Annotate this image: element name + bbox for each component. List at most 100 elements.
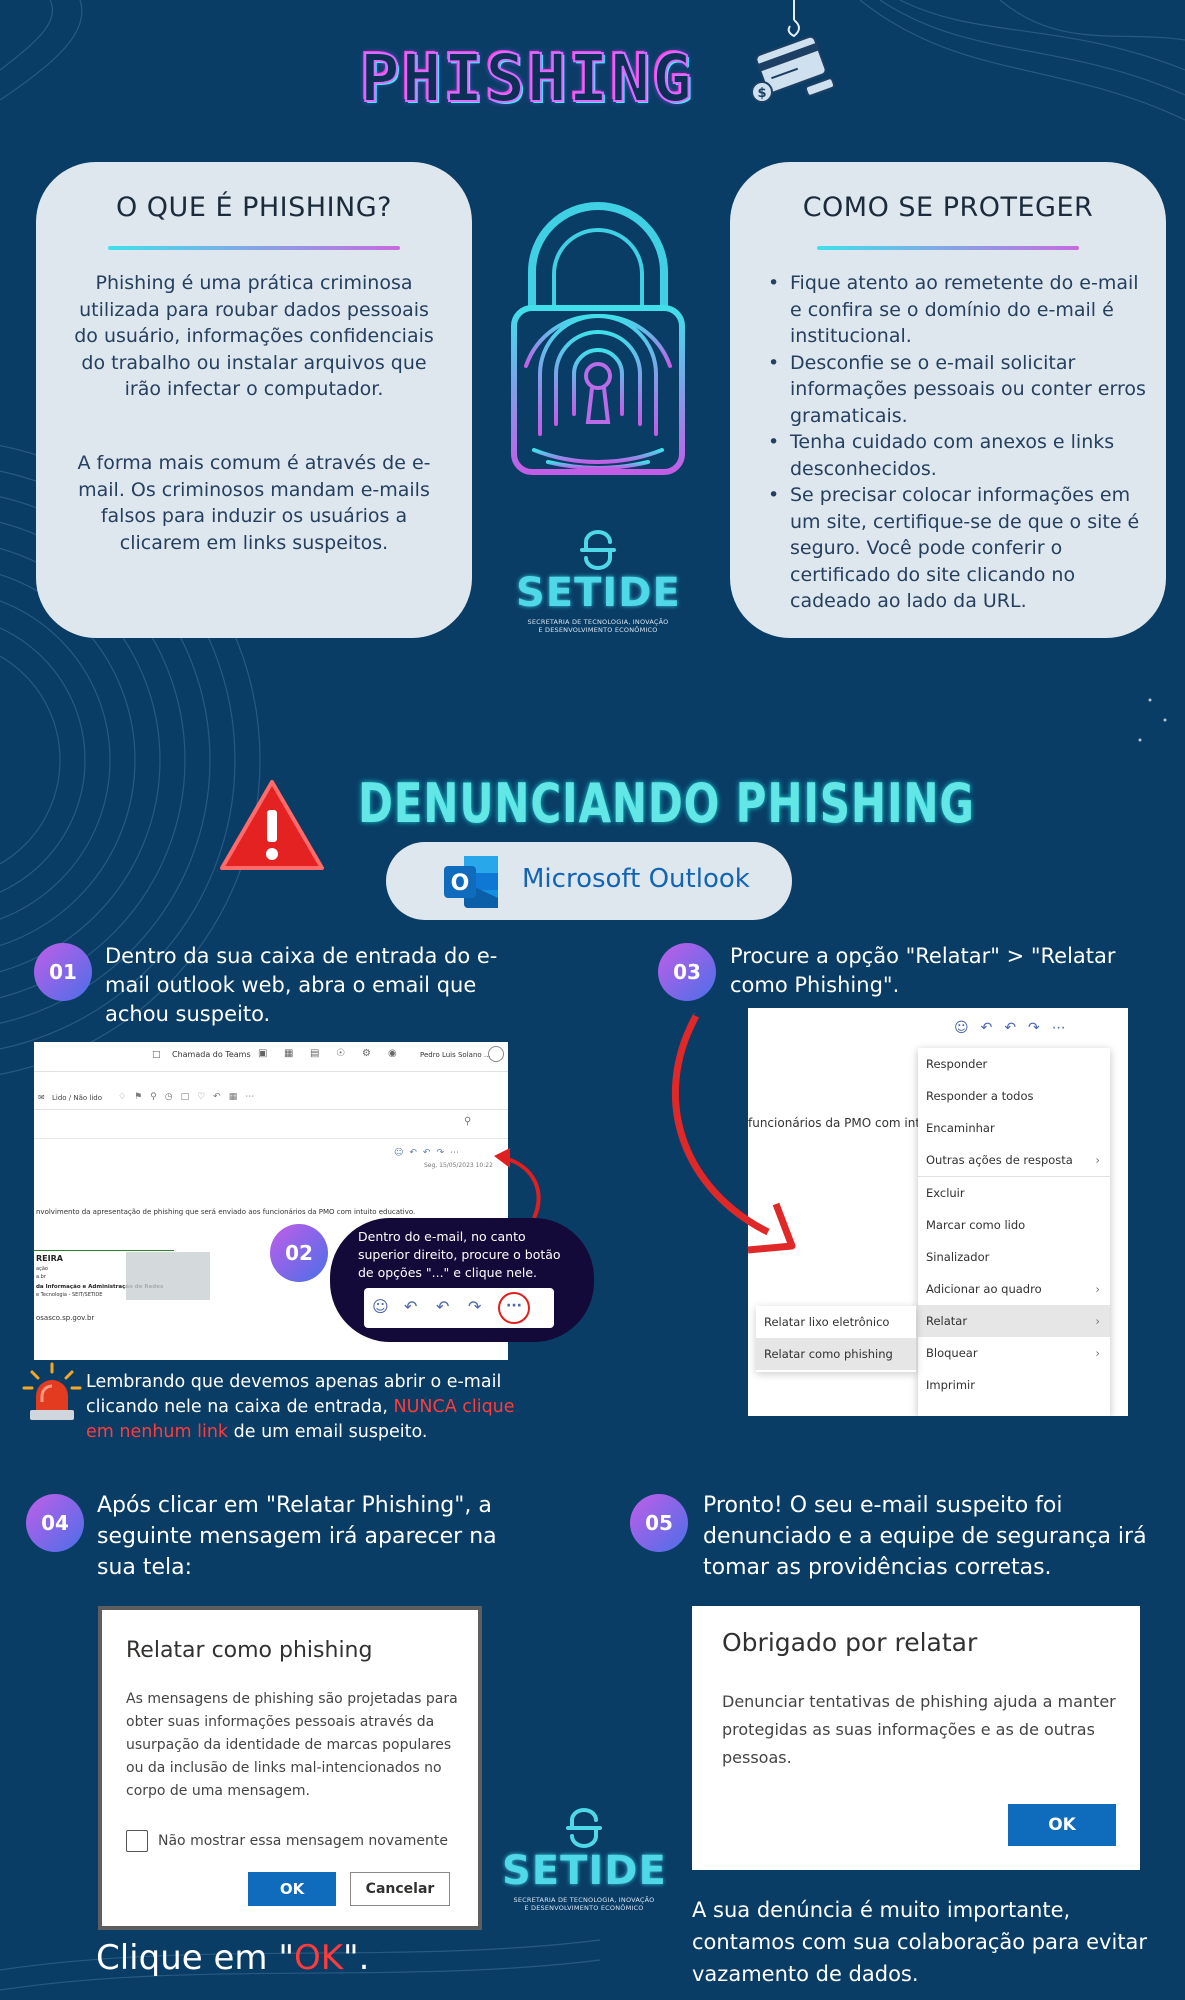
- dialog-cancel-button[interactable]: Cancelar: [350, 1872, 450, 1906]
- hook-credit-card-icon: $: [751, 0, 836, 103]
- chat-icon[interactable]: ▣: [258, 1048, 268, 1059]
- signature-line-4: e Tecnologia - SEIT/SETIDE: [36, 1292, 103, 1298]
- warning-text-2: de um email suspeito.: [228, 1422, 428, 1442]
- click-ok-word: OK: [293, 1938, 344, 1978]
- teams-call-icon[interactable]: □: [152, 1050, 161, 1060]
- what-is-paragraph-2: A forma mais comum é através de e-mail. …: [77, 452, 431, 554]
- submenu-relatar-lixo[interactable]: Relatar lixo eletrônico: [764, 1315, 890, 1329]
- step-04-badge: 04: [26, 1494, 84, 1552]
- message-date: Seg, 15/05/2023 10:22: [424, 1162, 493, 1169]
- outlook-icon-letter: O: [451, 871, 470, 896]
- warning-triangle-icon: [220, 780, 324, 870]
- signature-line-5: osasco.sp.gov.br: [36, 1314, 95, 1322]
- report-phishing-dialog: Relatar como phishing As mensagens de ph…: [98, 1606, 482, 1930]
- chevron-right-icon: ›: [1095, 1282, 1100, 1296]
- click-ok-prefix: Clique em ": [96, 1938, 294, 1978]
- zoom-icon[interactable]: ⚲: [464, 1116, 472, 1127]
- heading-underline: [817, 246, 1079, 250]
- menu-item-sinalizador[interactable]: Sinalizador: [926, 1250, 990, 1264]
- signature-line-1: ação: [36, 1266, 48, 1272]
- protect-item: Fique atento ao remetente do e-mail e co…: [768, 270, 1150, 350]
- bell-icon[interactable]: ☉: [336, 1048, 345, 1059]
- closing-text: A sua denúncia é muito importante, conta…: [692, 1898, 1148, 1986]
- heading-underline: [108, 246, 400, 250]
- menu-item-label: Relatar: [926, 1314, 968, 1328]
- thanks-ok-button[interactable]: OK: [1008, 1804, 1116, 1846]
- emoji-icon[interactable]: ☺: [372, 1297, 389, 1316]
- outlook-icon: O: [444, 856, 498, 908]
- menu-item-excluir[interactable]: Excluir: [926, 1186, 965, 1200]
- step-02-text: Dentro do e-mail, no canto superior dire…: [358, 1229, 561, 1280]
- report-heading: DENUNCIANDO PHISHING: [358, 772, 975, 835]
- setide-subtitle-1: SECRETARIA DE TECNOLOGIA, INOVAÇÃO: [513, 1896, 655, 1904]
- avatar[interactable]: [488, 1046, 504, 1062]
- step-02-callout: Dentro do e-mail, no canto superior dire…: [330, 1218, 594, 1342]
- step-04-text: Após clicar em "Relatar Phishing", a seg…: [97, 1493, 497, 1580]
- svg-text:$: $: [757, 86, 766, 101]
- dialog-ok-button[interactable]: OK: [248, 1872, 336, 1906]
- setide-logo: SETIDE SECRETARIA DE TECNOLOGIA, INOVAÇÃ…: [508, 530, 688, 640]
- chevron-right-icon: ›: [1095, 1346, 1100, 1360]
- more-options-icon[interactable]: ···: [498, 1292, 530, 1324]
- step-02-badge: 02: [270, 1224, 328, 1282]
- protect-item: Tenha cuidado com anexos e links desconh…: [768, 429, 1150, 482]
- what-is-paragraph-1: Phishing é uma prática criminosa utiliza…: [74, 272, 434, 400]
- toolbar-actions[interactable]: ♢⚑⚲◷□♡↶▦⋯: [118, 1092, 263, 1102]
- forward-icon[interactable]: ↷: [468, 1297, 482, 1316]
- menu-item-marcar-lido[interactable]: Marcar como lido: [926, 1218, 1026, 1232]
- setide-subtitle-1: SECRETARIA DE TECNOLOGIA, INOVAÇÃO: [527, 618, 669, 626]
- reply-icon[interactable]: ↶: [404, 1297, 418, 1316]
- chevron-right-icon: ›: [1095, 1153, 1100, 1167]
- setide-subtitle-2: E DESENVOLVIMENTO ECONÔMICO: [524, 1904, 644, 1912]
- message-actions[interactable]: ☺↶↶↷⋯: [954, 1020, 1078, 1036]
- what-is-phishing-card: O QUE É PHISHING? Phishing é uma prática…: [36, 162, 472, 638]
- reply-all-icon[interactable]: ↶: [436, 1297, 450, 1316]
- thanks-body: Denunciar tentativas de phishing ajuda a…: [722, 1692, 1116, 1767]
- how-to-protect-card: COMO SE PROTEGER Fique atento ao remeten…: [730, 162, 1166, 638]
- menu-divider: [918, 1176, 1110, 1177]
- message-actions-small[interactable]: ☺↶↶↷⋯: [394, 1148, 466, 1158]
- protect-heading: COMO SE PROTEGER: [802, 192, 1094, 223]
- thanks-title: Obrigado por relatar: [722, 1628, 978, 1657]
- signature-name: REIRA: [36, 1254, 63, 1263]
- fingerprint-padlock-icon: [511, 202, 685, 475]
- read-unread-icon[interactable]: ✉: [38, 1093, 45, 1102]
- feedback-icon[interactable]: ◉: [388, 1048, 397, 1059]
- gear-icon[interactable]: ⚙: [362, 1048, 371, 1059]
- teams-call-label[interactable]: Chamada do Teams: [172, 1050, 251, 1059]
- outlook-label: Microsoft Outlook: [522, 864, 750, 894]
- menu-item-imprimir[interactable]: Imprimir: [926, 1378, 975, 1392]
- menu-item-label: Bloquear: [926, 1346, 978, 1360]
- user-name[interactable]: Pedro Luis Solano ...: [420, 1051, 491, 1059]
- message-body-line: nvolvimento da apresentação de phishing …: [36, 1208, 416, 1216]
- read-unread-label[interactable]: Lido / Não lido: [52, 1094, 103, 1102]
- menu-item-label: Adicionar ao quadro: [926, 1282, 1042, 1296]
- click-ok-instruction: Clique em "OK".: [96, 1938, 370, 1978]
- alarm-siren-icon: [22, 1362, 82, 1420]
- menu-item-bloquear[interactable]: Bloquear ›: [918, 1337, 1110, 1369]
- menu-item-encaminhar[interactable]: Encaminhar: [926, 1121, 995, 1135]
- warning-note: Lembrando que devemos apenas abrir o e-m…: [86, 1370, 546, 1445]
- menu-item-relatar[interactable]: Relatar›: [918, 1305, 1110, 1337]
- message-preview-text: funcionários da PMO com intu: [748, 1116, 928, 1130]
- dont-show-checkbox[interactable]: [126, 1830, 148, 1852]
- menu-item-adicionar-quadro[interactable]: Adicionar ao quadro ›: [918, 1273, 1110, 1305]
- calendar-icon[interactable]: ▤: [310, 1048, 320, 1059]
- dont-show-label: Não mostrar essa mensagem novamente: [158, 1833, 448, 1849]
- apps-icon[interactable]: ▦: [284, 1048, 294, 1059]
- main-title: PHISHING: [359, 39, 694, 118]
- menu-item-responder-todos[interactable]: Responder a todos: [926, 1089, 1034, 1103]
- protect-list: Fique atento ao remetente do e-mail e co…: [768, 270, 1150, 615]
- menu-item-responder[interactable]: Responder: [926, 1057, 988, 1071]
- signature-line-2: a.br: [36, 1274, 46, 1280]
- context-menu: Responder Responder a todos Encaminhar O…: [918, 1048, 1110, 1416]
- dialog-title: Relatar como phishing: [126, 1638, 373, 1663]
- warning-text-1: Lembrando que devemos apenas abrir o e-m…: [86, 1372, 502, 1417]
- warning-highlight: NUNCA clique em nenhum link: [86, 1397, 515, 1442]
- what-is-heading: O QUE É PHISHING?: [115, 192, 393, 223]
- dialog-body: As mensagens de phishing são projetadas …: [126, 1691, 458, 1799]
- setide-logo-bottom: SETIDE SECRETARIA DE TECNOLOGIA, INOVAÇÃ…: [494, 1808, 674, 1918]
- signature-line: [34, 1250, 174, 1251]
- submenu-relatar-phishing[interactable]: Relatar como phishing: [756, 1338, 916, 1370]
- menu-item-outras-acoes[interactable]: Outras ações de resposta›: [918, 1144, 1110, 1176]
